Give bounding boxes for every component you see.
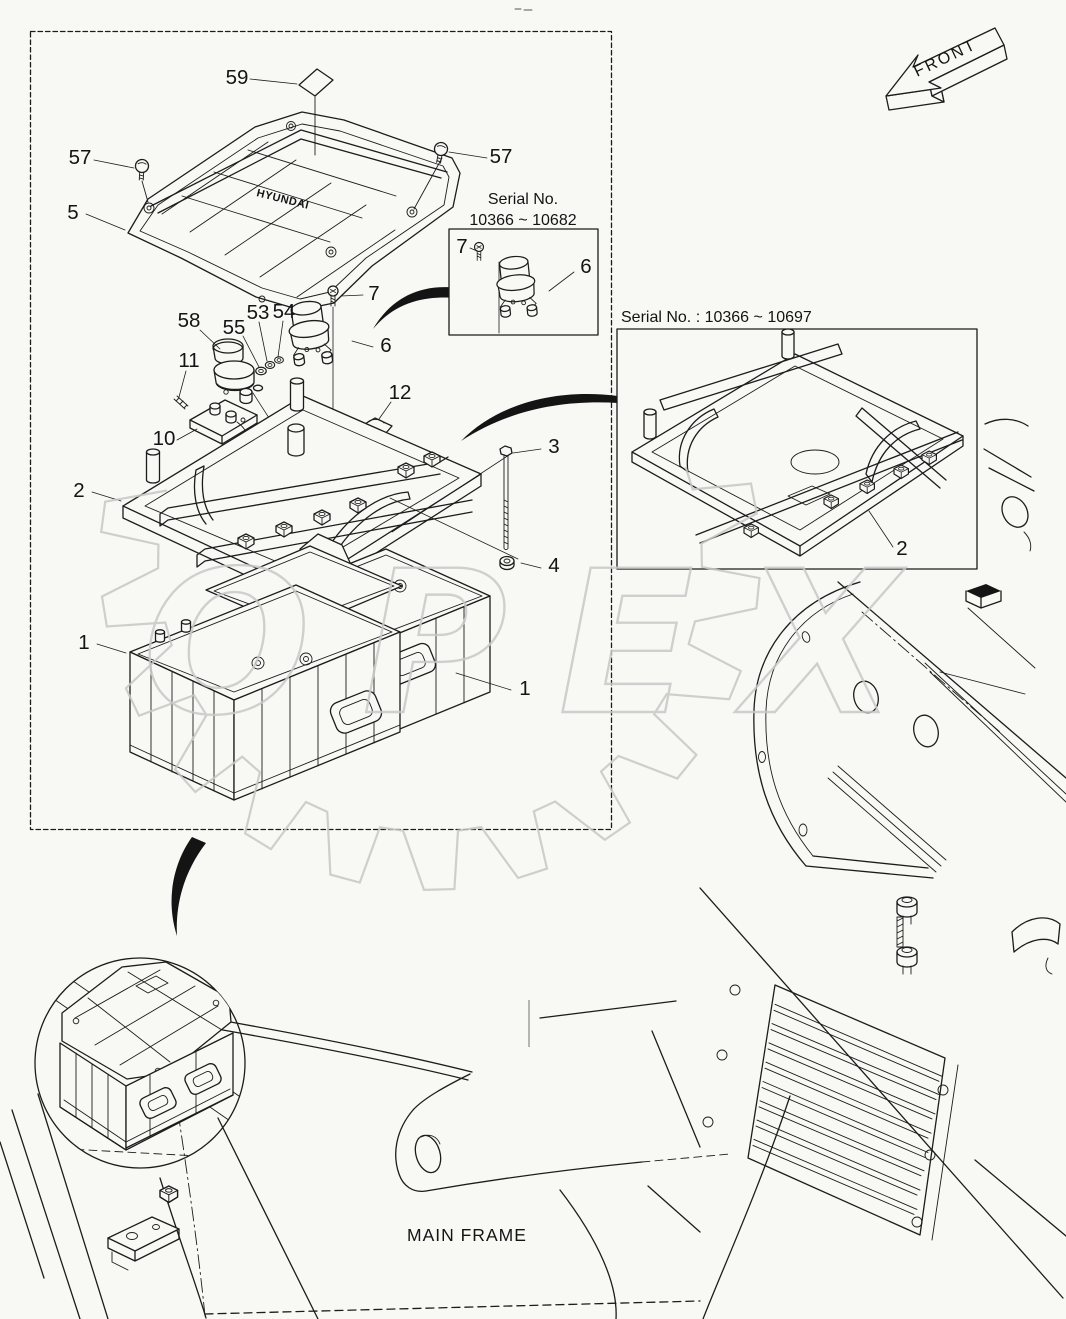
part-label-55: 55 (223, 316, 246, 339)
part-label-1-right: 1 (519, 677, 530, 700)
watermark-text: OPEX (143, 528, 906, 759)
serial-callout-right: Serial No. : 10366 ~ 10697 2 (616, 309, 978, 570)
part-label-1-left: 1 (78, 631, 89, 654)
swoosh-arrow-right (461, 393, 618, 441)
part-label-4: 4 (548, 554, 559, 577)
part-label-54: 54 (273, 300, 296, 323)
serial-top-line2: 10366 ~ 10682 (469, 212, 576, 229)
part-label-57-left: 57 (69, 146, 92, 169)
part-label-6: 6 (380, 334, 391, 357)
part-label-59: 59 (226, 66, 249, 89)
grille (702, 984, 959, 1241)
front-arrow: FRONT (885, 27, 1008, 111)
part-label-10: 10 (153, 427, 176, 450)
callout-label-7: 7 (456, 235, 467, 258)
nut-part (499, 555, 515, 571)
frame-bolts (896, 896, 918, 975)
serial-top-line1: Serial No. (488, 191, 558, 208)
mounting-bolt (499, 445, 513, 550)
wing-bolt-left (134, 158, 150, 181)
callout-right-label-2: 2 (896, 537, 907, 560)
swoosh-arrow-top (373, 287, 458, 329)
part-label-11: 11 (178, 349, 199, 372)
main-exploded-box: HYUNDAI (29, 30, 613, 831)
part-label-2: 2 (73, 479, 84, 502)
serial-right-title: Serial No. : 10366 ~ 10697 (621, 309, 812, 326)
part-label-58: 58 (178, 309, 201, 332)
main-frame-art: MAIN FRAME (0, 8, 1066, 1319)
inset-circle (34, 957, 246, 1169)
part-label-53: 53 (247, 301, 270, 324)
pin (173, 395, 189, 410)
part-label-5: 5 (67, 201, 78, 224)
part-label-7: 7 (368, 282, 379, 305)
part-label-57-right: 57 (490, 145, 513, 168)
part-label-12: 12 (389, 381, 412, 404)
callout-label-6: 6 (580, 255, 591, 278)
watermark: OPEX (99, 466, 907, 892)
cover-label-sticker (298, 68, 334, 156)
part-label-3: 3 (548, 435, 559, 458)
battery-cover: HYUNDAI (127, 111, 461, 311)
swoosh-arrow-inset (171, 837, 206, 936)
main-frame-label: MAIN FRAME (407, 1225, 527, 1245)
washers (255, 356, 284, 376)
tray-alt (631, 328, 964, 557)
part-labels: 59 57 5 57 7 58 55 53 54 6 11 12 10 2 3 … (67, 66, 559, 700)
bracket (189, 399, 258, 445)
serial-callout-top: Serial No. 10366 ~ 10682 7 6 (448, 191, 599, 336)
battery-switch (212, 338, 264, 405)
